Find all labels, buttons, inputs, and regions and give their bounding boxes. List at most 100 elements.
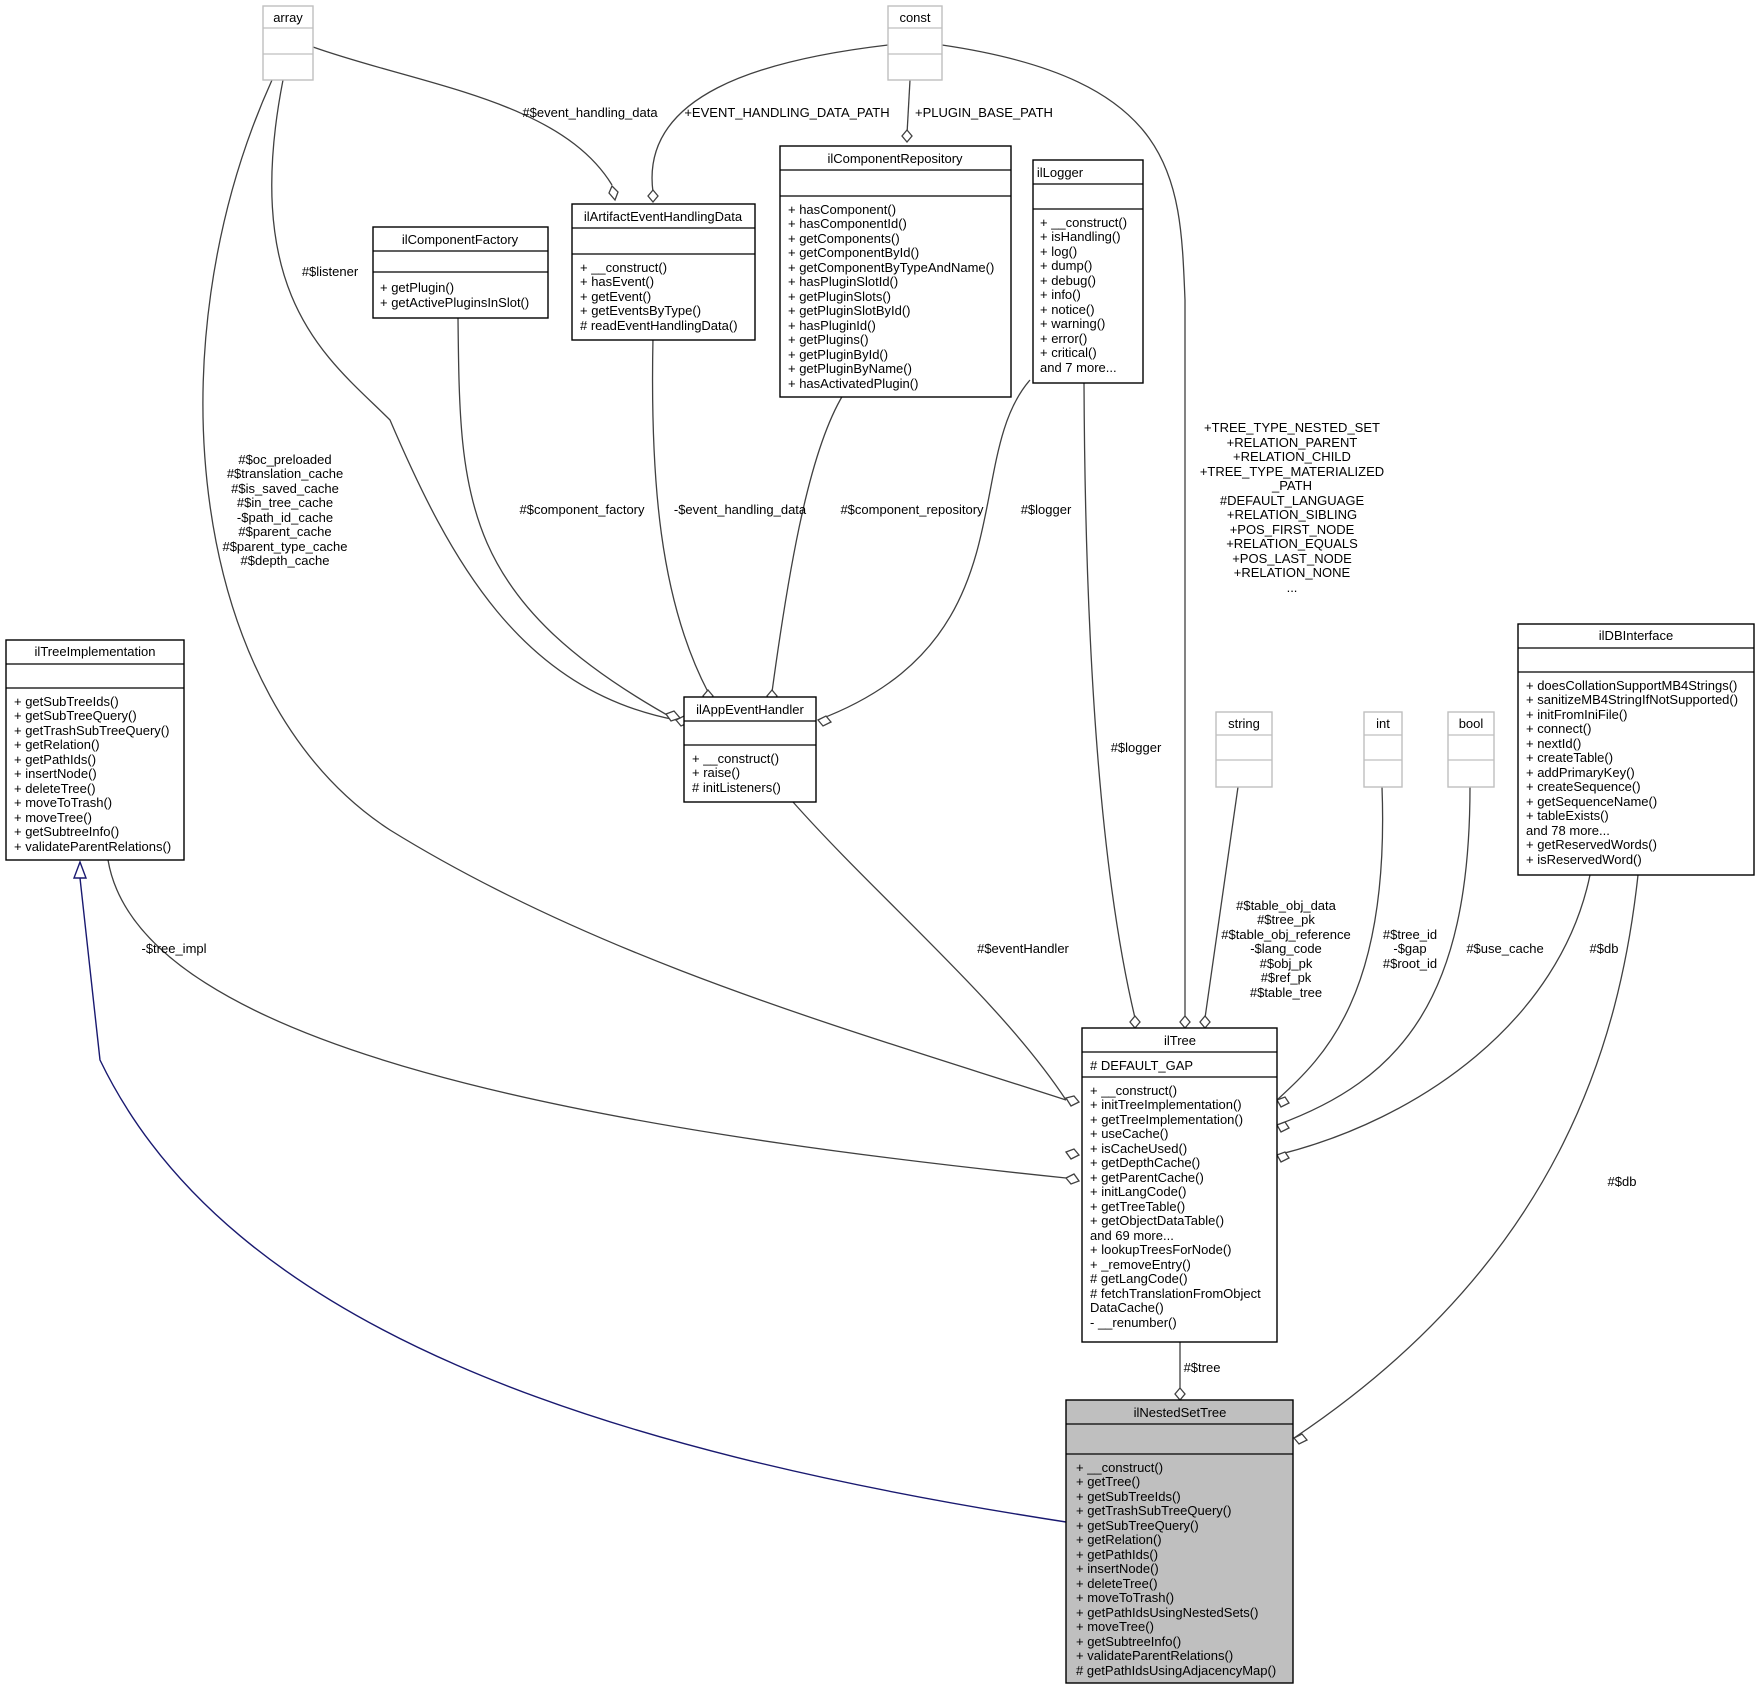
edge-label: #$parent_type_cache — [222, 539, 347, 554]
edge-repository-appevent — [771, 394, 844, 693]
method: + getSubTreeIds() — [14, 694, 119, 709]
method: + getSubTreeQuery() — [1076, 1518, 1199, 1533]
class-title: array — [273, 10, 303, 25]
edge-label: +RELATION_PARENT — [1227, 435, 1358, 450]
method: + critical() — [1040, 345, 1097, 360]
method: + useCache() — [1090, 1126, 1168, 1141]
class-box-ilLogger: ilLogger + __construct() + isHandling() … — [1032, 159, 1144, 384]
method: + insertNode() — [14, 766, 97, 781]
edges — [79, 44, 1639, 1523]
class-box-ilComponentFactory: ilComponentFactory + getPlugin() + getAc… — [372, 226, 549, 319]
class-box-ilNestedSetTree: ilNestedSetTree + __construct() + getTre… — [1065, 1399, 1294, 1684]
edge-label: #$oc_preloaded — [238, 452, 331, 467]
method: + lookupTreesForNode() — [1090, 1242, 1232, 1257]
method: and 78 more... — [1526, 823, 1610, 838]
class-title: ilArtifactEventHandlingData — [584, 209, 743, 224]
class-title: ilComponentRepository — [827, 151, 963, 166]
method: + moveTree() — [1076, 1619, 1154, 1634]
method: + getParentCache() — [1090, 1170, 1204, 1185]
edge-label: #$translation_cache — [227, 466, 343, 481]
method: + initTreeImplementation() — [1090, 1097, 1242, 1112]
edge-label: #$ref_pk — [1261, 970, 1312, 985]
edge-label: #$tree — [1184, 1360, 1221, 1375]
class-box-ilDBInterface: ilDBInterface + doesCollationSupportMB4S… — [1517, 623, 1755, 876]
method: + getSubTreeIds() — [1076, 1489, 1181, 1504]
edge-label: #$root_id — [1383, 956, 1437, 971]
method: + getPluginByName() — [788, 361, 912, 376]
method: + getEvent() — [580, 289, 651, 304]
edge-label: #$listener — [302, 264, 359, 279]
inheritance-arrowhead — [72, 860, 88, 879]
method: # initListeners() — [692, 780, 781, 795]
aggregation-diamond — [664, 710, 682, 722]
method: + __construct() — [692, 751, 779, 766]
method: + initFromIniFile() — [1526, 707, 1628, 722]
method: + getSubtreeInfo() — [14, 824, 119, 839]
method: + getSequenceName() — [1526, 794, 1657, 809]
aggregation-diamond — [1276, 1096, 1290, 1108]
method: + tableExists() — [1526, 808, 1609, 823]
aggregation-diamond — [1292, 1433, 1309, 1445]
method: + moveToTrash() — [14, 795, 112, 810]
method: + nextId() — [1526, 736, 1581, 751]
edge-label: #$obj_pk — [1260, 956, 1313, 971]
edge-array-artifact — [312, 46, 613, 186]
class-title: ilComponentFactory — [402, 232, 519, 247]
edge-label: +TREE_TYPE_MATERIALIZED — [1200, 464, 1384, 479]
method: + hasPluginSlotId() — [788, 274, 898, 289]
method: # fetchTranslationFromObject — [1090, 1286, 1261, 1301]
edge-label: #$table_obj_reference — [1221, 927, 1350, 942]
method: + getDepthCache() — [1090, 1155, 1200, 1170]
method: + isCacheUsed() — [1090, 1141, 1187, 1156]
class-box-const: const — [887, 5, 943, 81]
edge-label: #$logger — [1111, 740, 1162, 755]
edge-label: +RELATION_EQUALS — [1226, 536, 1358, 551]
edge-label: -$path_id_cache — [237, 510, 333, 525]
method: + validateParentRelations() — [14, 839, 171, 854]
edge-db-nested — [1293, 874, 1639, 1439]
method: + connect() — [1526, 721, 1591, 736]
edge-label: +POS_LAST_NODE — [1232, 551, 1352, 566]
method: + getReservedWords() — [1526, 837, 1657, 852]
class-title: ilDBInterface — [1599, 628, 1673, 643]
method: + __construct() — [1076, 1460, 1163, 1475]
class-title: ilTree — [1164, 1033, 1196, 1048]
edge-label: #$table_obj_data — [1236, 898, 1337, 913]
edge-label: -$event_handling_data — [674, 502, 807, 517]
method: + debug() — [1040, 273, 1096, 288]
method: + addPrimaryKey() — [1526, 765, 1635, 780]
class-title: string — [1228, 716, 1260, 731]
aggregation-diamond — [608, 184, 619, 202]
aggregation-diamond — [1064, 1095, 1081, 1107]
method: + getRelation() — [1076, 1532, 1162, 1547]
edge-labels: #$event_handling_data +EVENT_HANDLING_DA… — [141, 105, 1636, 1375]
edge-bool-iltree — [1276, 786, 1471, 1126]
method: + hasEvent() — [580, 274, 654, 289]
method: + moveToTrash() — [1076, 1590, 1174, 1605]
edge-label: #$db — [1590, 941, 1619, 956]
class-box-ilArtifactEventHandlingData: ilArtifactEventHandlingData + __construc… — [571, 203, 756, 341]
edge-label: #$event_handling_data — [522, 105, 658, 120]
edge-label: _PATH — [1271, 478, 1312, 493]
method: + getPathIds() — [14, 752, 96, 767]
aggregation-diamond — [1276, 1151, 1290, 1163]
method: + _removeEntry() — [1090, 1257, 1191, 1272]
method: + notice() — [1040, 302, 1095, 317]
method: # getPathIdsUsingAdjacencyMap() — [1076, 1663, 1276, 1678]
edge-const-repository — [906, 79, 911, 135]
class-box-ilTreeImplementation: ilTreeImplementation + getSubTreeIds() +… — [5, 639, 185, 861]
method: + insertNode() — [1076, 1561, 1159, 1576]
edge-appevent-iltree — [792, 801, 1067, 1101]
edge-label: -$tree_impl — [141, 941, 206, 956]
method: + getSubTreeQuery() — [14, 708, 137, 723]
class-title: ilLogger — [1037, 165, 1084, 180]
method: + getPathIdsUsingNestedSets() — [1076, 1605, 1258, 1620]
class-box-bool: bool — [1447, 711, 1495, 788]
edge-label: +RELATION_NONE — [1234, 565, 1351, 580]
class-box-ilTree: ilTree # DEFAULT_GAP + __construct() + i… — [1081, 1027, 1278, 1343]
class-box-int: int — [1363, 711, 1403, 788]
method: + hasPluginId() — [788, 318, 876, 333]
method: + isHandling() — [1040, 229, 1121, 244]
class-box-array: array — [262, 5, 314, 81]
class-title: ilAppEventHandler — [696, 702, 804, 717]
